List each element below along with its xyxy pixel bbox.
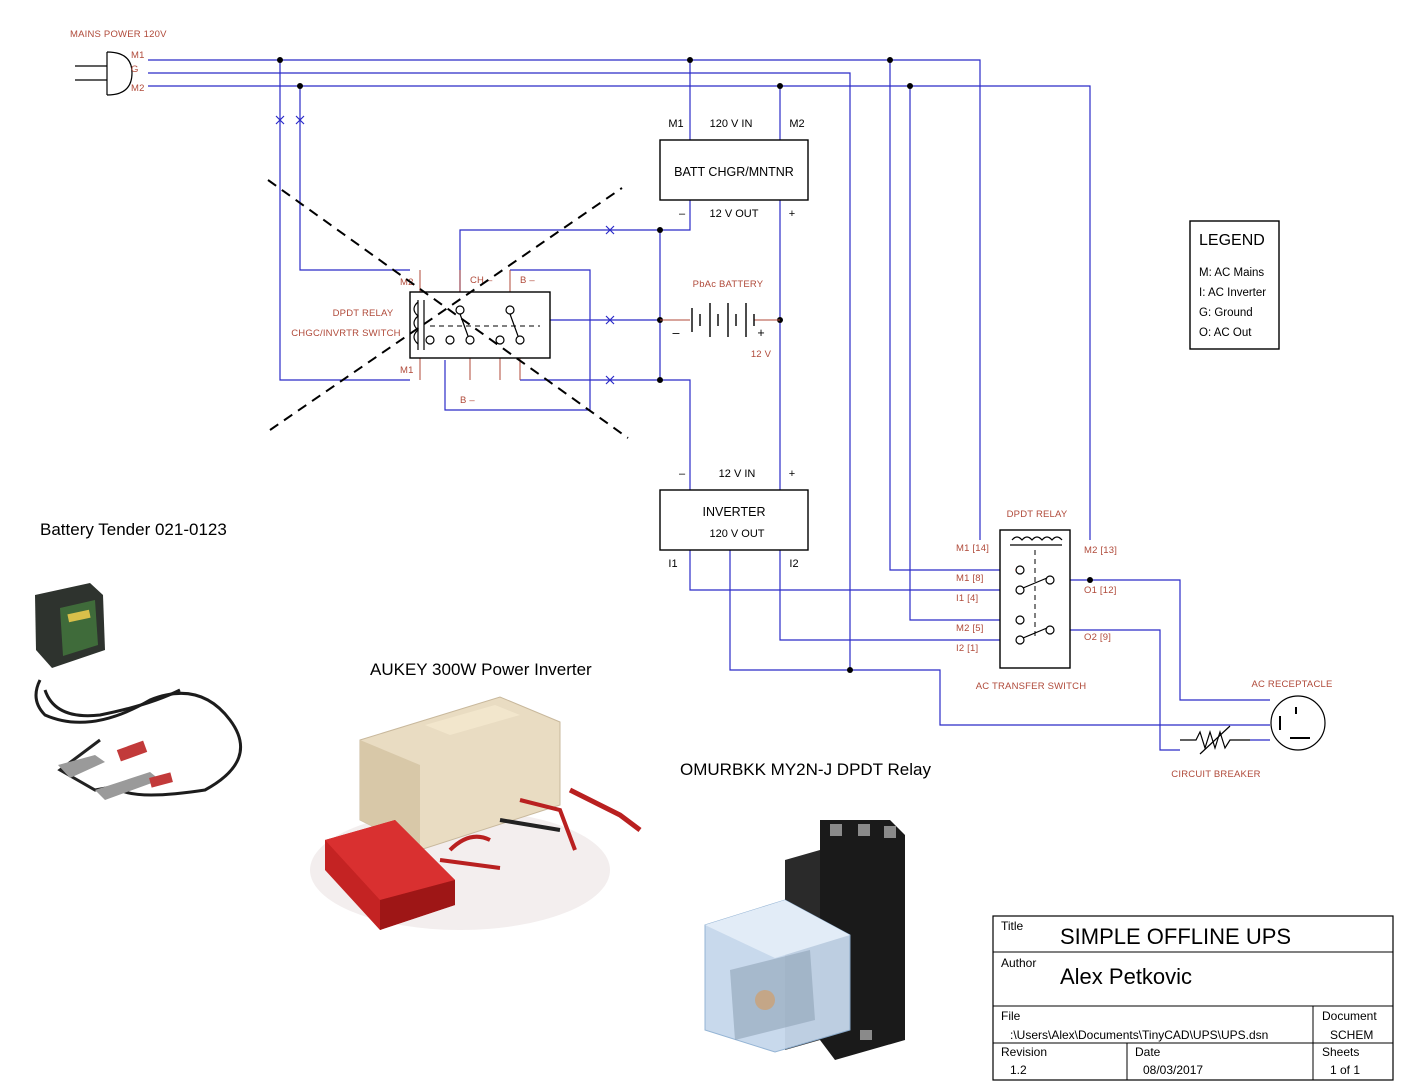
battery-tender-photo (34, 583, 242, 800)
old-dpdt-relay: DPDT RELAY CHGC/INVRTR SWITCH M2 M1 CH –… (291, 270, 551, 406)
charger-m2-label: M2 (789, 118, 804, 130)
charger-in-label: 120 V IN (710, 118, 753, 130)
aukey-inverter-photo (310, 696, 642, 930)
file-label: File (1001, 1009, 1021, 1023)
battery-pos-label: + (757, 326, 764, 340)
caption-relay: OMURBKK MY2N-J DPDT Relay (680, 760, 931, 779)
legend-item: O: AC Out (1199, 327, 1252, 339)
file-path: :\Users\Alex\Documents\TinyCAD\UPS\UPS.d… (1010, 1028, 1268, 1042)
transfer-m2-5: M2 [5] (956, 623, 984, 634)
charger-out-label: 12 V OUT (710, 208, 759, 220)
transfer-i1-4: I1 [4] (956, 593, 978, 604)
author-name: Alex Petkovic (1060, 964, 1192, 989)
inverter-neg-label: – (679, 468, 686, 480)
sheets-value: 1 of 1 (1330, 1063, 1360, 1077)
wiring (148, 59, 1270, 751)
inverter-name: INVERTER (703, 505, 766, 519)
charger-name: BATT CHGR/MNTNR (674, 165, 794, 179)
mains-plug: MAINS POWER 120V M1 G M2 (70, 29, 167, 96)
title-label: Title (1001, 919, 1024, 933)
battery-charger-block: M1 120 V IN M2 BATT CHGR/MNTNR – 12 V OU… (659, 118, 809, 220)
inverter-block: – 12 V IN + INVERTER 120 V OUT I1 I2 (659, 468, 809, 570)
mains-m2-label: M2 (131, 83, 145, 94)
battery-symbol: PbAc BATTERY – + 12 V (660, 279, 780, 360)
old-relay-subtitle: CHGC/INVRTR SWITCH (291, 328, 401, 339)
breaker-name: CIRCUIT BREAKER (1171, 769, 1260, 780)
old-relay-ch: CH – (470, 275, 493, 286)
legend-title: LEGEND (1199, 232, 1265, 249)
old-relay-b-top: B – (520, 275, 535, 286)
transfer-relay: DPDT RELAY M1 [14] M2 [13] M1 [8] I1 [4]… (956, 509, 1117, 692)
mains-m1-label: M1 (131, 50, 145, 61)
charger-pos-label: + (789, 208, 795, 220)
crossed-out-mark (267, 179, 629, 439)
legend: LEGEND M: AC Mains I: AC Inverter G: Gro… (1189, 220, 1280, 350)
document-value: SCHEM (1330, 1028, 1373, 1042)
caption-inverter: AUKEY 300W Power Inverter (370, 660, 592, 679)
receptacle-name: AC RECEPTACLE (1251, 679, 1332, 690)
author-label: Author (1001, 956, 1036, 970)
legend-item: M: AC Mains (1199, 267, 1264, 279)
drawing-title: SIMPLE OFFLINE UPS (1060, 924, 1291, 949)
revision-value: 1.2 (1010, 1063, 1027, 1077)
inverter-in-label: 12 V IN (719, 468, 756, 480)
old-relay-b-bottom: B – (460, 395, 475, 406)
date-label: Date (1135, 1045, 1161, 1059)
title-block: Title SIMPLE OFFLINE UPS Author Alex Pet… (992, 915, 1394, 1081)
no-connect-marks (275, 115, 615, 385)
transfer-relay-name: DPDT RELAY (1007, 509, 1068, 520)
charger-neg-label: – (679, 208, 686, 220)
transfer-m2-13: M2 [13] (1084, 545, 1117, 556)
sheets-label: Sheets (1322, 1045, 1359, 1059)
inverter-out-label: 120 V OUT (709, 528, 764, 540)
transfer-i2-1: I2 [1] (956, 643, 978, 654)
mains-title: MAINS POWER 120V (70, 29, 167, 40)
old-relay-m1: M1 (400, 365, 414, 376)
circuit-breaker: CIRCUIT BREAKER (1171, 725, 1261, 780)
caption-battery-tender: Battery Tender 021-0123 (40, 520, 227, 539)
transfer-m1-14: M1 [14] (956, 543, 989, 554)
transfer-relay-subtitle: AC TRANSFER SWITCH (976, 681, 1087, 692)
old-relay-name: DPDT RELAY (333, 308, 394, 319)
ac-receptacle: AC RECEPTACLE (1251, 679, 1332, 751)
battery-voltage: 12 V (751, 349, 772, 360)
legend-item: G: Ground (1199, 307, 1253, 319)
charger-m1-label: M1 (668, 118, 683, 130)
battery-neg-label: – (673, 326, 680, 340)
inverter-i2-label: I2 (789, 558, 798, 570)
mains-g-label: G (131, 64, 139, 75)
transfer-o2-9: O2 [9] (1084, 632, 1111, 643)
revision-label: Revision (1001, 1045, 1047, 1059)
document-label: Document (1322, 1009, 1377, 1023)
battery-name: PbAc BATTERY (693, 279, 764, 290)
legend-item: I: AC Inverter (1199, 287, 1266, 299)
transfer-m1-8: M1 [8] (956, 573, 984, 584)
junction-dots (277, 57, 1093, 673)
old-relay-m2: M2 (400, 277, 414, 288)
omurbkk-relay-photo (704, 820, 905, 1060)
transfer-o1-12: O1 [12] (1084, 585, 1117, 596)
inverter-pos-label: + (789, 468, 795, 480)
date-value: 08/03/2017 (1143, 1063, 1203, 1077)
inverter-i1-label: I1 (668, 558, 677, 570)
